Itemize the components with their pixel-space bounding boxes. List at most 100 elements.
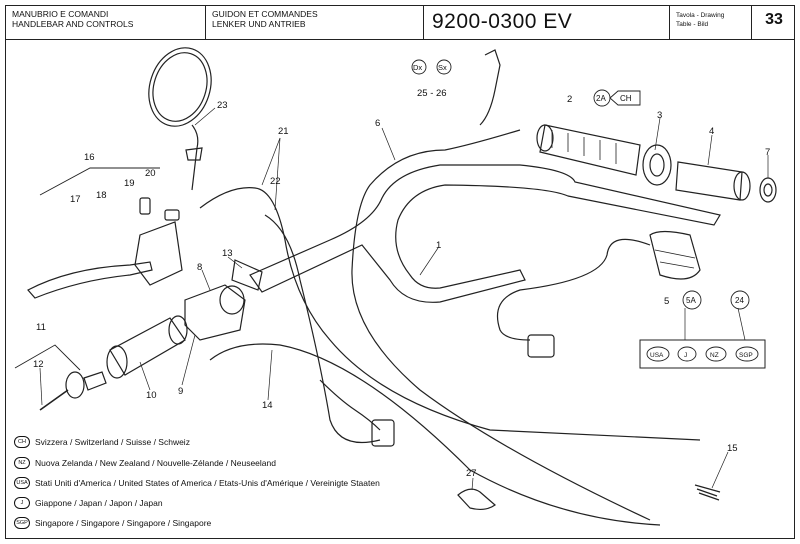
label-11: 11 bbox=[36, 322, 46, 333]
label-9: 9 bbox=[178, 386, 183, 397]
label-13: 13 bbox=[222, 248, 233, 259]
title-block-fr-de: GUIDON ET COMMANDES LENKER UND ANTRIEB bbox=[206, 6, 424, 39]
market-nz: NZ bbox=[710, 352, 719, 359]
label-24: 24 bbox=[735, 296, 744, 305]
legend-row-usa: USA Stati Uniti d'America / United State… bbox=[14, 476, 380, 490]
dx-marker bbox=[411, 59, 427, 75]
bar-end-washer bbox=[759, 177, 777, 203]
legend-badge-j: J bbox=[14, 497, 30, 509]
legend-badge-sgp: SGP bbox=[14, 517, 30, 529]
label-18: 18 bbox=[96, 190, 107, 201]
market-usa: USA bbox=[650, 352, 664, 359]
page-number: 33 bbox=[765, 11, 783, 28]
drawing-code-cell: 9200-0300 EV bbox=[424, 6, 670, 39]
market-badge-usa bbox=[646, 346, 670, 362]
label-10: 10 bbox=[146, 390, 157, 401]
ch-tag bbox=[609, 90, 641, 106]
legend-badge-nz: NZ bbox=[14, 457, 30, 469]
variant-24-marker bbox=[730, 290, 750, 310]
legend-text-nz: Nuova Zelanda / New Zealand / Nouvelle-Z… bbox=[35, 458, 276, 468]
right-switch-wire bbox=[496, 238, 651, 341]
choke-cable-22 bbox=[264, 214, 381, 444]
cable-clip-27 bbox=[457, 488, 496, 511]
label-20: 20 bbox=[145, 168, 156, 179]
title-italian: MANUBRIO E COMANDI bbox=[12, 9, 109, 19]
drawing-frame: MANUBRIO E COMANDI HANDLEBAR AND CONTROL… bbox=[5, 5, 795, 539]
handlebar bbox=[249, 164, 721, 303]
legend-text-ch: Svizzera / Switzerland / Suisse / Schwei… bbox=[35, 437, 190, 447]
left-switch-housing bbox=[184, 284, 246, 341]
market-j: J bbox=[684, 352, 687, 359]
legend-badge-ch: CH bbox=[14, 436, 30, 448]
label-dx: Dx bbox=[413, 63, 422, 72]
label-5a: 5A bbox=[686, 296, 696, 305]
legend-text-sgp: Singapore / Singapore / Singapore / Sing… bbox=[35, 518, 212, 528]
cable-spring-15 bbox=[694, 484, 721, 501]
drawing-label-2: Table - Bild bbox=[676, 21, 709, 28]
left-switch-connector bbox=[371, 419, 395, 447]
market-badge-j bbox=[677, 346, 697, 362]
legend-text-j: Giappone / Japan / Japon / Japan bbox=[35, 498, 163, 508]
market-sgp: SGP bbox=[739, 352, 753, 359]
clutch-lever bbox=[27, 261, 153, 299]
mirror-head bbox=[148, 47, 212, 127]
drawing-code: 9200-0300 EV bbox=[432, 10, 573, 33]
drawing-label-cell: Tavola - Drawing Table - Bild bbox=[670, 6, 752, 39]
title-block-it-en: MANUBRIO E COMANDI HANDLEBAR AND CONTROL… bbox=[6, 6, 206, 39]
label-23: 23 bbox=[217, 100, 228, 111]
title-german: LENKER UND ANTRIEB bbox=[212, 19, 306, 29]
label-21: 21 bbox=[278, 126, 289, 137]
legend-row-j: J Giappone / Japan / Japon / Japan bbox=[14, 496, 163, 510]
title-french: GUIDON ET COMMANDES bbox=[212, 9, 318, 19]
label-ch: CH bbox=[620, 94, 632, 103]
title-english: HANDLEBAR AND CONTROLS bbox=[12, 19, 134, 29]
label-sx: Sx bbox=[438, 63, 447, 72]
cable-guide-25-26 bbox=[479, 49, 501, 126]
right-switch-housing bbox=[649, 230, 701, 280]
wiring-harness bbox=[319, 379, 381, 431]
label-27: 27 bbox=[466, 468, 477, 479]
clutch-cable-14 bbox=[209, 343, 661, 526]
right-grip bbox=[675, 161, 743, 201]
label-6: 6 bbox=[375, 118, 380, 129]
clutch-perch bbox=[134, 221, 183, 286]
market-variants-box bbox=[639, 339, 766, 369]
market-badge-sgp bbox=[735, 346, 759, 362]
label-1: 1 bbox=[436, 240, 441, 251]
legend-text-usa: Stati Uniti d'America / United States of… bbox=[35, 478, 380, 488]
choke-lever bbox=[231, 259, 263, 291]
bar-end-screw bbox=[39, 389, 69, 411]
header-bar: MANUBRIO E COMANDI HANDLEBAR AND CONTROL… bbox=[6, 6, 794, 40]
left-grip bbox=[109, 317, 186, 376]
legend-row-ch: CH Svizzera / Switzerland / Suisse / Sch… bbox=[14, 435, 190, 449]
label-5: 5 bbox=[664, 296, 669, 307]
legend-badge-usa: USA bbox=[14, 477, 30, 489]
clutch-cable-21 bbox=[199, 187, 701, 441]
label-12: 12 bbox=[33, 359, 44, 370]
label-25-26: 25 - 26 bbox=[417, 88, 447, 99]
label-16: 16 bbox=[84, 152, 95, 163]
market-badge-nz bbox=[705, 346, 727, 362]
label-19: 19 bbox=[124, 178, 135, 189]
label-2a: 2A bbox=[596, 94, 606, 103]
mirror-stem bbox=[191, 124, 199, 191]
legend-row-nz: NZ Nuova Zelanda / New Zealand / Nouvell… bbox=[14, 456, 276, 470]
right-throttle-grip bbox=[539, 124, 641, 176]
legend-row-sgp: SGP Singapore / Singapore / Singapore / … bbox=[14, 516, 211, 530]
sx-marker bbox=[436, 59, 452, 75]
label-4: 4 bbox=[709, 126, 714, 137]
bar-end-weight bbox=[65, 371, 85, 399]
label-17: 17 bbox=[70, 194, 81, 205]
label-15: 15 bbox=[727, 443, 738, 454]
label-8: 8 bbox=[197, 262, 202, 273]
throttle-cable-6 bbox=[351, 129, 651, 521]
grip-ring bbox=[642, 144, 672, 186]
label-3: 3 bbox=[657, 110, 662, 121]
label-7: 7 bbox=[765, 147, 770, 158]
label-14: 14 bbox=[262, 400, 273, 411]
variant-5a-marker bbox=[682, 290, 702, 310]
label-22: 22 bbox=[270, 176, 281, 187]
right-switch-connector bbox=[527, 334, 555, 358]
drawing-label-1: Tavola - Drawing bbox=[676, 12, 725, 19]
